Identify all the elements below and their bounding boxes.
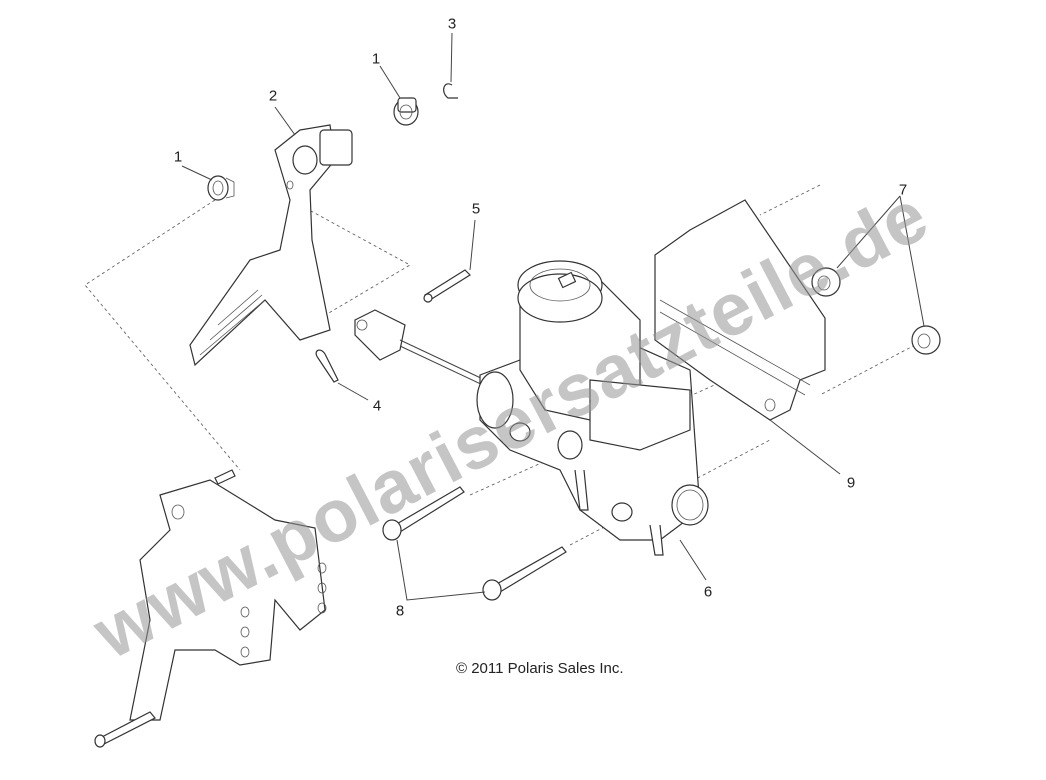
callout-7: 7 [898,181,908,199]
bushing-right [393,97,419,126]
leader-4 [337,382,369,401]
leader-5 [469,219,476,271]
callout-3: 3 [447,15,457,33]
copyright-notice: © 2011 Polaris Sales Inc. [456,660,624,677]
leader-7b [899,195,925,327]
leader-2 [274,106,296,136]
callout-6: 6 [703,583,713,601]
callout-4: 4 [372,397,382,415]
flange-nut-1 [811,267,841,297]
leader-1a [181,165,213,181]
flange-bolt-2 [482,546,567,601]
mounting-plate [654,199,826,421]
guide-line-pedal [299,204,411,331]
callout-9: 9 [846,474,856,492]
leader-1b [379,65,401,99]
flange-bolt-1 [382,486,465,541]
guide-line-nut-1 [759,184,821,216]
cotter-pin [315,349,339,383]
callout-1-right: 1 [371,50,381,68]
leader-6 [679,539,707,581]
brake-pedal [189,124,353,367]
leader-7a [836,195,901,269]
pushrod [354,309,486,387]
bushing-left [207,175,235,201]
callout-2: 2 [268,87,278,105]
guide-line-nut-2 [819,344,916,396]
callout-5: 5 [471,200,481,218]
leader-3 [450,32,453,83]
callout-8: 8 [395,602,405,620]
callout-1-left: 1 [173,148,183,166]
leader-8 [396,539,486,601]
flange-nut-2 [911,325,941,355]
e-clip [443,83,458,99]
clevis-pin [423,269,471,303]
master-cylinder [476,260,709,556]
frame-bracket [94,469,327,748]
leader-9 [769,419,841,475]
